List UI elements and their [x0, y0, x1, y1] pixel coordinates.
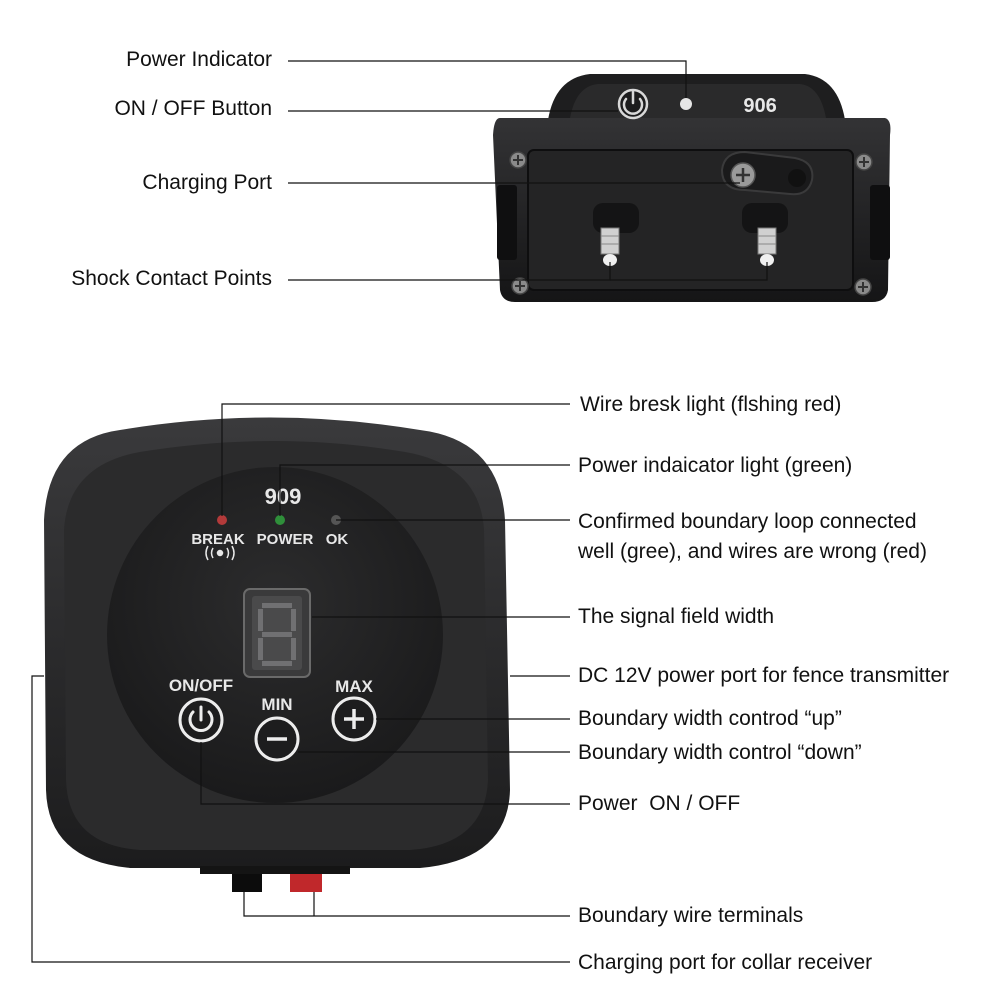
callout-power-light	[279, 464, 570, 516]
collar-strap-loop-right	[870, 185, 890, 260]
on-off-label: ON/OFF	[169, 676, 233, 695]
minus-button[interactable]	[254, 716, 300, 762]
collar-power-indicator	[680, 98, 692, 110]
screw-icon	[511, 277, 529, 295]
screw-icon	[854, 278, 872, 296]
break-label: BREAK	[191, 531, 245, 548]
label-power-light: Power indaicator light (green)	[578, 454, 853, 477]
label-power-onoff: Power ON / OFF	[578, 792, 741, 815]
label-wire-terminals: Boundary wire terminals	[578, 904, 804, 927]
callout-charging-collar	[31, 675, 570, 963]
fence-transmitter: 909 BREAK POWER OK ON/	[44, 417, 510, 892]
shock-contact-right-icon	[742, 203, 788, 266]
callout-wire-terminals	[243, 892, 570, 917]
label-loop-line2: well (gree), and wires are wrong (red)	[578, 540, 927, 563]
charging-port-icon	[720, 150, 814, 196]
break-led	[217, 515, 227, 525]
label-on-off-button: ON / OFF Button	[114, 97, 272, 120]
plus-button[interactable]	[331, 696, 377, 742]
power-icon	[622, 97, 644, 115]
label-loop-line1: Confirmed boundary loop connected	[578, 510, 917, 533]
callout-lines	[31, 60, 768, 963]
collar-receiver: 906	[493, 74, 891, 302]
label-width-down: Boundary width control “down”	[578, 741, 862, 764]
ok-label: OK	[326, 531, 349, 548]
collar-model-number: 906	[743, 93, 776, 115]
shock-contact-left-icon	[593, 203, 639, 266]
collar-power-button[interactable]	[617, 88, 649, 120]
label-width-up: Boundary width controd “up”	[578, 707, 842, 730]
label-wire-break: Wire bresk light (flshing red)	[580, 393, 842, 416]
signal-width-display	[243, 588, 311, 678]
transmitter-model-number: 909	[265, 484, 302, 509]
callout-wire-break	[221, 403, 570, 516]
terminal-block	[200, 866, 350, 874]
power-led	[275, 515, 285, 525]
max-label: MAX	[335, 677, 373, 696]
power-label: POWER	[257, 531, 314, 548]
plus-icon	[344, 709, 364, 729]
collar-strap-loop-left	[497, 185, 517, 260]
label-shock-contacts: Shock Contact Points	[71, 267, 272, 290]
power-icon	[188, 710, 214, 732]
label-power-indicator: Power Indicator	[126, 48, 272, 71]
label-signal-width: The signal field width	[578, 605, 775, 628]
callout-power-indicator	[288, 60, 687, 98]
label-charging-collar: Charging port for collar receiver	[578, 951, 873, 974]
collar-top-panel	[570, 84, 826, 118]
screw-icon	[855, 153, 873, 171]
digit-segments	[258, 603, 296, 666]
black-wire-terminal	[232, 872, 262, 892]
signal-wave-icon	[205, 545, 235, 561]
min-label: MIN	[261, 695, 292, 714]
callout-power-onoff	[200, 742, 570, 805]
screw-icon	[509, 151, 527, 169]
label-dc-port: DC 12V power port for fence transmitter	[578, 664, 950, 687]
power-button[interactable]	[178, 697, 224, 743]
label-charging-port: Charging Port	[142, 171, 272, 194]
red-wire-terminal	[290, 872, 322, 892]
